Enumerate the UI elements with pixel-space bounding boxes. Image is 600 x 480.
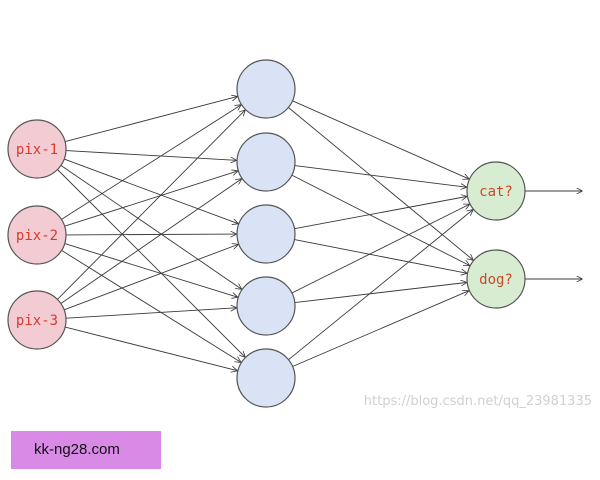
input-node-circle	[7, 205, 67, 265]
connection-lines	[57, 97, 582, 371]
input-node-circle	[7, 290, 67, 350]
input-node-label: pix-2	[16, 228, 58, 244]
edge-input-3-to-hidden-5	[64, 326, 237, 371]
output-node-circle	[466, 249, 526, 309]
input-node-2: pix-2	[7, 205, 67, 265]
edge-hidden-1-to-output-1	[292, 100, 469, 179]
output-node-circle	[466, 161, 526, 221]
edge-hidden-2-to-output-2	[291, 174, 470, 265]
edge-input-2-to-hidden-1	[61, 105, 241, 220]
watermark-text: https://blog.csdn.net/qq_23981335	[364, 394, 592, 409]
output-node-label: cat?	[479, 184, 513, 200]
edge-hidden-3-to-output-1	[294, 197, 467, 230]
edge-input-1-to-hidden-4	[60, 165, 241, 289]
edge-input-3-to-hidden-4	[65, 308, 236, 319]
edge-hidden-3-to-output-2	[294, 239, 467, 274]
output-node-1: cat?	[466, 161, 526, 221]
edge-input-2-to-hidden-2	[64, 171, 238, 227]
edge-hidden-4-to-output-1	[291, 204, 469, 294]
edge-hidden-2-to-output-1	[294, 165, 466, 188]
edge-input-2-to-hidden-5	[61, 250, 241, 362]
site-banner: kk-ng28.com	[11, 431, 161, 469]
edge-input-3-to-hidden-2	[60, 179, 241, 304]
output-node-label: dog?	[479, 272, 513, 288]
input-node-label: pix-1	[16, 142, 58, 158]
edge-hidden-5-to-output-2	[292, 291, 469, 367]
input-node-3: pix-3	[7, 290, 67, 350]
edge-input-1-to-hidden-3	[64, 158, 238, 224]
input-node-circle	[7, 119, 67, 179]
output-node-2: dog?	[466, 249, 526, 309]
network-nodes: pix-1 pix-2 pix-3 cat? dog?	[7, 59, 526, 408]
edge-input-3-to-hidden-3	[63, 245, 238, 311]
edge-hidden-5-to-output-1	[288, 210, 473, 361]
input-node-1: pix-1	[7, 119, 67, 179]
edge-input-1-to-hidden-5	[57, 169, 245, 357]
edge-input-2-to-hidden-3	[65, 234, 236, 235]
input-node-label: pix-3	[16, 313, 58, 329]
hidden-node-3	[236, 204, 296, 264]
hidden-node-2	[236, 132, 296, 192]
hidden-node-1	[236, 59, 296, 119]
edge-input-2-to-hidden-4	[64, 243, 238, 298]
edge-hidden-1-to-output-2	[288, 107, 473, 260]
edge-input-1-to-hidden-2	[65, 150, 236, 161]
edge-input-1-to-hidden-1	[64, 97, 237, 143]
edge-hidden-4-to-output-2	[294, 283, 466, 304]
edge-input-3-to-hidden-1	[57, 110, 245, 300]
hidden-node-5	[236, 348, 296, 408]
hidden-node-4	[236, 276, 296, 336]
